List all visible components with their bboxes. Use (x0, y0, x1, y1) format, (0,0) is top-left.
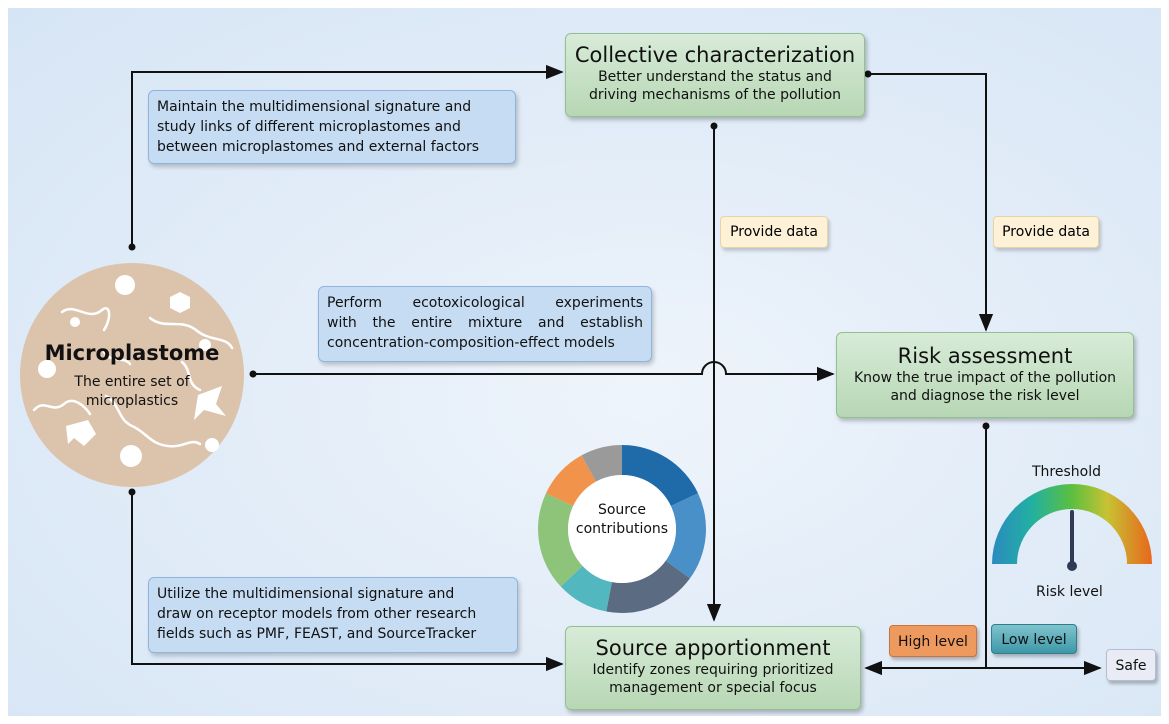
risk-line-1: Know the true impact of the pollution (853, 370, 1117, 386)
source-line-2: management or special focus (609, 680, 817, 696)
donut-segment-7 (581, 445, 622, 482)
donut-segment-6 (545, 455, 596, 507)
donut-segment-5 (538, 493, 583, 587)
arrow-to-source (131, 492, 564, 672)
donut-segment-2 (665, 493, 707, 579)
donut-center (568, 475, 676, 583)
risk-line-2: and diagnose the risk level (890, 388, 1080, 404)
donut-label-2: contributions (575, 521, 669, 537)
microplastome-subtitle-2: microplastics (85, 393, 179, 409)
risk-title: Risk assessment (897, 344, 1073, 368)
source-title: Source apportionment (595, 636, 831, 660)
gauge-risk-level-label: Risk level (1036, 584, 1103, 600)
low-level-badge: Low level (991, 624, 1077, 654)
note-maintain-line-3: between microplastomes and external fact… (157, 139, 480, 155)
source-apportionment-box: Source apportionment Identify zones requ… (565, 626, 861, 710)
high-level-badge: High level (889, 625, 977, 657)
note-perform-line-1: Perform ecotoxicological experiments (327, 295, 643, 311)
collective-line-2: driving mechanisms of the pollution (588, 87, 842, 103)
microplastome-title: Microplastome (44, 341, 220, 365)
note-maintain-line-2: study links of different microplastomes … (157, 119, 461, 135)
note-maintain-line-1: Maintain the multidimensional signature … (157, 99, 472, 115)
donut-segment-1 (622, 445, 699, 507)
particle-shapes (38, 275, 226, 467)
arrow-to-collective (131, 64, 564, 247)
risk-gauge (992, 484, 1152, 571)
note-utilize-line-2: draw on receptor models from other resea… (157, 606, 477, 622)
note-utilize-line-1: Utilize the multidimensional signature a… (157, 586, 455, 602)
note-utilize-line-3: fields such as PMF, FEAST, and SourceTra… (157, 626, 477, 642)
donut-segment-4 (560, 565, 612, 612)
donut-label-1: Source (597, 502, 647, 518)
collective-line-1: Better understand the status and (598, 69, 832, 85)
source-contributions-donut (538, 445, 707, 614)
arrow-to-risk (253, 361, 835, 382)
provide-data-tag-2: Provide data (993, 216, 1099, 248)
note-utilize: Utilize the multidimensional signature a… (148, 577, 518, 653)
fiber-shapes (32, 307, 234, 448)
gauge-threshold-label: Threshold (1032, 464, 1101, 480)
microplastome-disc (20, 263, 244, 487)
provide-data-tag-1: Provide data (720, 216, 828, 248)
safe-badge: Safe (1106, 649, 1156, 681)
note-perform-line-3: concentration-composition-effect models (327, 335, 615, 351)
note-maintain: Maintain the multidimensional signature … (148, 90, 516, 164)
arrow-collective-to-risk (868, 73, 994, 332)
donut-segment-3 (606, 560, 690, 614)
microplastome-subtitle-1: The entire set of (74, 374, 190, 390)
risk-assessment-box: Risk assessment Know the true impact of … (836, 332, 1134, 418)
collective-characterization-box: Collective characterization Better under… (565, 33, 865, 117)
source-line-1: Identify zones requiring prioritized (592, 662, 834, 678)
note-perform-line-2: with the entire mixture and establish (327, 315, 643, 331)
collective-title: Collective characterization (574, 43, 856, 67)
note-perform: Perform ecotoxicological experiments wit… (318, 286, 652, 362)
